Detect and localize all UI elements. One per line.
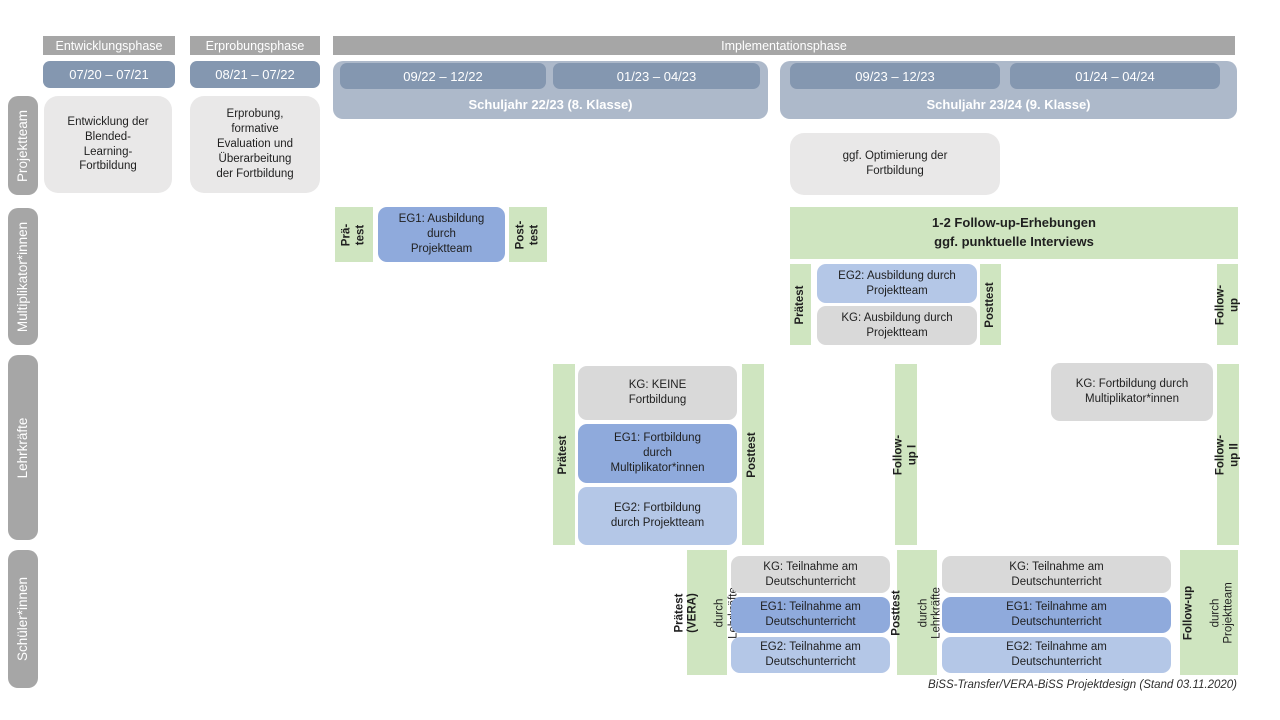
date-box-0123-0423: 01/23 – 04/23 [553,63,760,89]
box-kg-teilnahme-deutschunterricht-1: KG: Teilnahme am Deutschunterricht [731,556,890,593]
bar-posttest-multiplikatoren-2-text: Posttest [983,281,996,328]
box-eg2-teilnahme-deutschunterricht-1: EG2: Teilnahme am Deutschunterricht [731,637,890,673]
row-label-multiplikatoren: Multiplikator*innen [8,208,38,345]
box-eg1-ausbildung-projektteam: EG1: Ausbildung durch Projektteam [378,207,505,262]
box-followup-erhebungen-header: 1-2 Follow-up-Erhebungen ggf. punktuelle… [790,207,1238,259]
school-year-23-24-container: 09/23 – 12/23 01/24 – 04/24 Schuljahr 23… [780,61,1237,119]
box-eg1-teilnahme-deutschunterricht-1: EG1: Teilnahme am Deutschunterricht [731,597,890,633]
bar-posttest-multiplikatoren-2: Posttest [980,264,1001,345]
bar-posttest-lehrkraefte-text: Posttest [746,431,759,478]
box-eg2-teilnahme-deutschunterricht-2: EG2: Teilnahme am Deutschunterricht [942,637,1171,673]
box-erprobung-evaluation: Erprobung, formative Evaluation und Über… [190,96,320,193]
date-box-0720-0721: 07/20 – 07/21 [43,61,175,88]
date-box-0821-0722: 08/21 – 07/22 [190,61,320,88]
box-eg1-fortbildung-multiplikatoren: EG1: Fortbildung durch Multiplikator*inn… [578,424,737,483]
box-kg-keine-fortbildung: KG: KEINE Fortbildung [578,366,737,420]
bar-praetest-lehrkraefte-text: Prätest [557,435,570,474]
bar-posttest-multiplikatoren-1: Post- test [509,207,547,262]
row-label-lehrkraefte: Lehrkräfte [8,355,38,540]
bar-followup-1-lehrkraefte-text: Follow-up I [892,434,918,475]
row-label-lehrkraefte-text: Lehrkräfte [15,417,31,478]
school-year-23-24-label: Schuljahr 23/24 (9. Klasse) [926,97,1091,112]
phase-bar-erprobungsphase: Erprobungsphase [190,36,320,55]
date-box-0923-1223: 09/23 – 12/23 [790,63,1000,89]
date-box-0124-0424: 01/24 – 04/24 [1010,63,1220,89]
box-entwicklung-fortbildung: Entwicklung der Blended- Learning- Fortb… [44,96,172,193]
bar-posttest-schueler: Posttest durch Lehrkräfte [890,550,943,675]
school-year-22-23-container: 09/22 – 12/22 01/23 – 04/23 Schuljahr 22… [333,61,768,119]
bar-praetest-multiplikatoren-2-text: Prätest [793,285,806,324]
bar-followup-schueler-sub: durch Projektteam [1209,581,1235,644]
bar-praetest-vera-label: Prätest (VERA) [673,592,699,633]
bar-posttest-schueler-label: Posttest [889,589,902,636]
bar-followup-2-lehrkraefte-text: Follow-up II [1214,434,1240,475]
bar-followup-2-lehrkraefte: Follow-up II [1214,364,1240,545]
bar-posttest-schueler-sub: durch Lehrkräfte [917,586,943,639]
box-eg2-fortbildung-projektteam: EG2: Fortbildung durch Projektteam [578,487,737,545]
box-eg1-teilnahme-deutschunterricht-2: EG1: Teilnahme am Deutschunterricht [942,597,1171,633]
bar-praetest-multiplikatoren-2: Prätest [790,264,811,345]
box-eg2-ausbildung-projektteam: EG2: Ausbildung durch Projektteam [817,264,977,303]
phase-bar-entwicklungsphase: Entwicklungsphase [43,36,175,55]
row-label-schueler-text: Schüler*innen [15,576,31,662]
box-kg-ausbildung-projektteam: KG: Ausbildung durch Projektteam [817,306,977,345]
date-box-0922-1222: 09/22 – 12/22 [340,63,546,89]
diagram-caption: BiSS-Transfer/VERA-BiSS Projektdesign (S… [928,679,1237,691]
row-label-projektteam: Projektteam [8,96,38,195]
bar-praetest-multiplikatoren-1: Prä- test [335,207,373,262]
box-optimierung-fortbildung: ggf. Optimierung der Fortbildung [790,133,1000,195]
box-kg-teilnahme-deutschunterricht-2: KG: Teilnahme am Deutschunterricht [942,556,1171,593]
row-label-multiplikatoren-text: Multiplikator*innen [15,221,31,332]
bar-posttest-lehrkraefte: Posttest [742,364,764,545]
row-label-projektteam-text: Projektteam [15,109,31,182]
bar-praetest-lehrkraefte: Prätest [553,364,575,545]
bar-posttest-multiplikatoren-1-text: Post- test [514,220,540,249]
bar-followup-multiplikatoren: Follow-up [1213,264,1240,345]
row-label-schueler: Schüler*innen [8,550,38,688]
bar-followup-schueler-label: Follow-up [1181,585,1194,640]
bar-followup-projektteam-schueler: Follow-up durch Projektteam [1180,550,1238,675]
bar-praetest-vera-schueler: Prätest (VERA) durch Lehrkräfte [673,550,739,675]
bar-praetest-multiplikatoren-1-text: Prä- test [340,223,366,246]
bar-followup-1-lehrkraefte: Follow-up I [892,364,918,545]
box-kg-fortbildung-multiplikatoren: KG: Fortbildung durch Multiplikator*inne… [1051,363,1213,421]
phase-bar-implementationsphase: Implementationsphase [333,36,1235,55]
school-year-22-23-label: Schuljahr 22/23 (8. Klasse) [468,97,633,112]
bar-followup-multiplikatoren-text: Follow-up [1213,284,1240,325]
